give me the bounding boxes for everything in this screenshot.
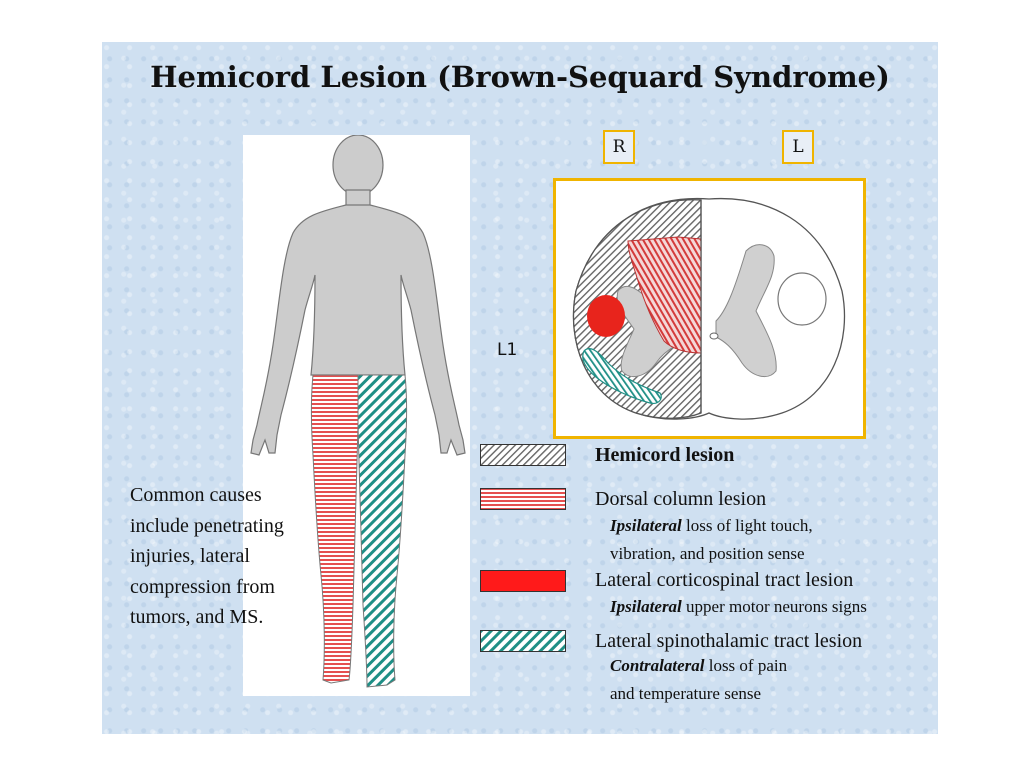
left-side-label: L xyxy=(782,130,814,164)
legend-label-hemicord: Hemicord lesion xyxy=(595,444,735,466)
legend-detail-spinothalamic-2: and temperature sense xyxy=(610,684,762,703)
central-canal xyxy=(709,332,719,340)
left-leg-pain-loss xyxy=(357,374,407,688)
spinothalamic-lesion-area xyxy=(582,348,662,404)
legend-label-spinothalamic: Lateral spinothalamic tract lesion xyxy=(595,630,863,652)
legend-emphasis-corticospinal: Ipsilateral xyxy=(610,597,682,616)
right-leg-dorsal-loss xyxy=(311,374,359,684)
gray-matter-left xyxy=(715,244,777,378)
dorsal-column-lesion-area xyxy=(627,236,702,354)
legend-swatch-corticospinal xyxy=(480,570,566,592)
legend-detail-spinothalamic-1: Contralateral loss of pain xyxy=(610,656,787,676)
legend-emphasis-dorsal: Ipsilateral xyxy=(610,516,682,535)
right-side-label: R xyxy=(603,130,635,164)
slide: Hemicord Lesion (Brown-Sequard Syndrome) xyxy=(102,42,938,734)
cord-cross-section xyxy=(572,197,846,420)
corticospinal-lesion-area xyxy=(587,295,625,337)
legend-swatch-hemicord xyxy=(480,444,566,466)
legend-detail-spinothalamic-text: loss of pain xyxy=(708,656,788,675)
page-title: Hemicord Lesion (Brown-Sequard Syndrome) xyxy=(150,60,890,94)
head-shape xyxy=(332,135,384,196)
legend-detail-corticospinal-text: upper motor neurons signs xyxy=(686,597,867,616)
legend-detail-dorsal-1: Ipsilateral loss of light touch, xyxy=(610,516,813,536)
legend-swatch-spinothalamic xyxy=(480,630,566,652)
legend-detail-dorsal-2: vibration, and position sense xyxy=(610,544,805,563)
legend-detail-corticospinal: Ipsilateral upper motor neurons signs xyxy=(610,597,867,617)
legend-emphasis-spinothalamic: Contralateral xyxy=(610,656,705,675)
cord-cross-section-frame xyxy=(553,178,866,439)
causes-text: Common causes include penetrating injuri… xyxy=(130,484,284,628)
legend-detail-dorsal-text: loss of light touch, xyxy=(686,516,813,535)
legend-label-dorsal: Dorsal column lesion xyxy=(595,488,767,510)
legend-label-corticospinal: Lateral corticospinal tract lesion xyxy=(595,569,854,591)
lateral-tract-left xyxy=(777,272,827,326)
spinal-level-label: L1 xyxy=(497,340,518,360)
legend-swatch-dorsal xyxy=(480,488,566,510)
body-figure xyxy=(250,135,466,688)
